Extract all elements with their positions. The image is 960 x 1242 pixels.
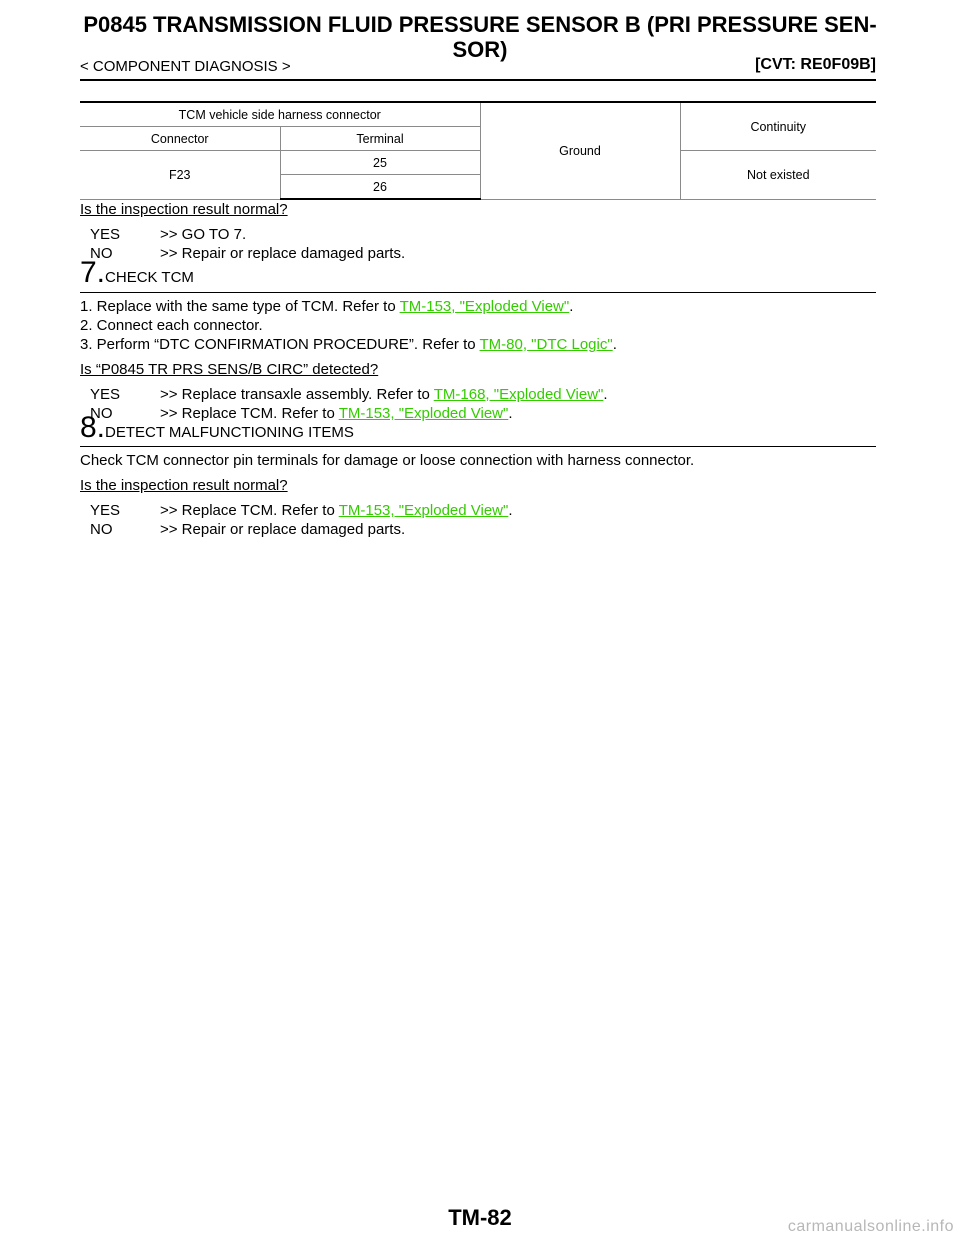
step-7-number: 7. [80,256,106,289]
connector-continuity-table: TCM vehicle side harness connector Groun… [80,101,876,200]
yes-text: >> Replace transaxle assembly. Refer to [160,386,434,403]
page-title: P0845 TRANSMISSION FLUID PRESSURE SENSOR… [80,12,880,62]
model-label: [CVT: RE0F09B] [755,56,876,73]
no-text: >> Repair or replace damaged parts. [160,245,406,262]
step-7-title: CHECK TCM [105,269,194,286]
yes-key: YES [90,226,121,243]
title-line-1: P0845 TRANSMISSION FLUID PRESSURE SENSOR… [83,12,877,37]
no-key: NO [90,405,113,422]
exploded-view-link[interactable]: TM-168, "Exploded View" [433,386,604,403]
step-7-item-3: 3. Perform “DTC CONFIRMATION PROCEDURE”.… [80,336,617,353]
yes-line: YES >> GO TO 7. [80,225,880,244]
inspection-question-block: Is the inspection result normal? YES >> G… [80,200,880,263]
terminal-value-cell: 26 [279,174,480,200]
inspection-question: Is the inspection result normal? [80,201,288,218]
continuity-value-cell: Not existed [679,150,876,200]
terminal-value-cell: 25 [279,150,480,175]
ground-cell: Ground [479,101,680,200]
connector-header-cell: Connector [80,126,280,151]
step-8-body: Check TCM connector pin terminals for da… [80,451,880,539]
step-7-item-1: 1. Replace with the same type of TCM. Re… [80,298,574,315]
no-text: >> Replace TCM. Refer to [160,405,339,422]
step-7-divider [80,292,876,293]
step-8-title: DETECT MALFUNCTIONING ITEMS [105,424,354,441]
exploded-view-link[interactable]: TM-153, "Exploded View" [338,405,509,422]
harness-header-cell: TCM vehicle side harness connector [80,101,480,127]
header-divider [80,79,876,81]
step-8-divider [80,446,876,447]
no-key: NO [90,245,113,262]
item-1-text: 1. Replace with the same type of TCM. Re… [80,298,400,315]
yes-line: YES >> Replace transaxle assembly. Refer … [90,386,608,403]
terminal-header-cell: Terminal [279,126,480,151]
no-line: NO >> Repair or replace damaged parts. [80,244,880,263]
title-line-2: SOR) [452,37,508,62]
no-line: NO >> Replace TCM. Refer to TM-153, "Expl… [90,405,513,422]
watermark: carmanualsonline.info [787,1218,954,1235]
yes-text: >> Replace TCM. Refer to [160,502,339,519]
page-number: TM-82 [448,1205,512,1230]
step-7-heading: 7.CHECK TCM [80,258,880,288]
step-8-heading: 8.DETECT MALFUNCTIONING ITEMS [80,413,880,443]
yes-line: YES >> Replace TCM. Refer to TM-153, "Exp… [90,502,513,519]
yes-key: YES [90,386,121,403]
dtc-logic-link[interactable]: TM-80, "DTC Logic" [479,336,613,353]
step-7-body: 1. Replace with the same type of TCM. Re… [80,297,880,423]
step-8-question: Is the inspection result normal? [80,477,288,494]
section-label: < COMPONENT DIAGNOSIS > [80,58,291,75]
yes-key: YES [90,502,121,519]
step-7-item-2: 2. Connect each connector. [80,317,263,334]
continuity-header-cell: Continuity [679,101,876,151]
step-7-question: Is “P0845 TR PRS SENS/B CIRC” detected? [80,361,379,378]
exploded-view-link[interactable]: TM-153, "Exploded View" [399,298,570,315]
exploded-view-link[interactable]: TM-153, "Exploded View" [338,502,509,519]
connector-value-cell: F23 [80,150,280,200]
yes-text: >> GO TO 7. [160,226,247,243]
no-text: >> Repair or replace damaged parts. [160,521,406,538]
item-3-text: 3. Perform “DTC CONFIRMATION PROCEDURE”.… [80,336,480,353]
step-8-text: Check TCM connector pin terminals for da… [80,452,695,469]
no-key: NO [90,521,113,538]
step-8-number: 8. [80,411,106,444]
no-line: NO >> Repair or replace damaged parts. [80,520,880,539]
